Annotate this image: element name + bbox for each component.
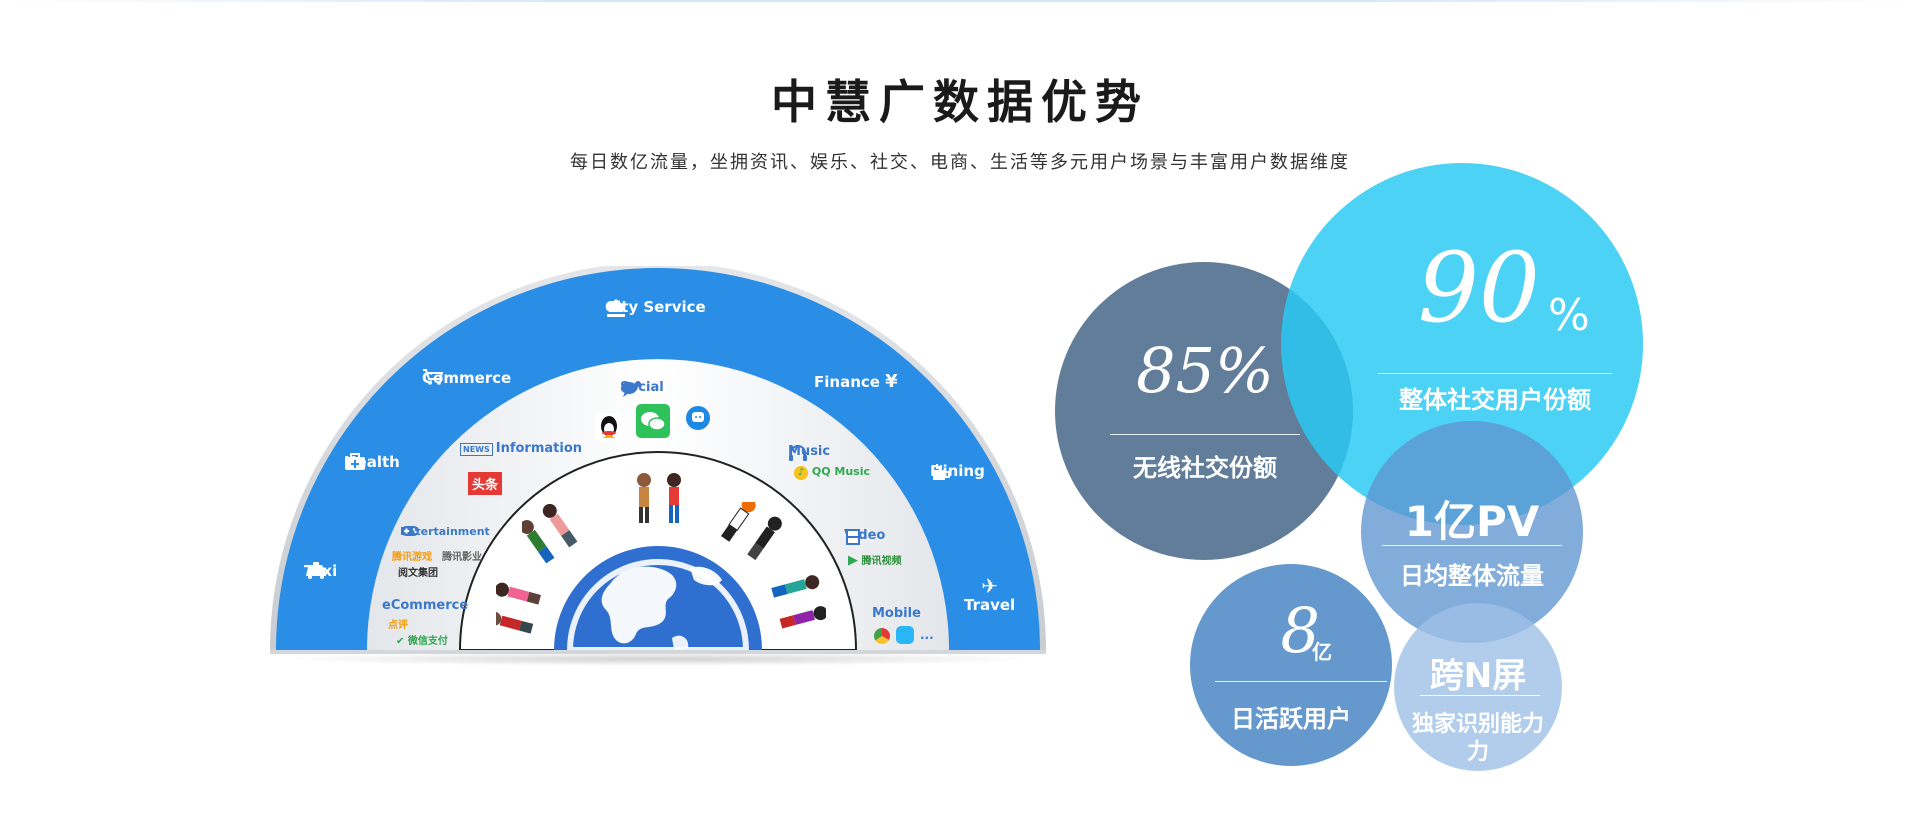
wechat-icon [636, 404, 670, 438]
first-aid-kit-icon [345, 453, 365, 470]
category-taxi: Taxi [304, 562, 337, 580]
stat-value-social-users: 90 [1417, 232, 1540, 344]
stat-bubble-daily-active [1190, 564, 1392, 766]
stat-label-cross-screen: 独家识别能力 [1411, 712, 1544, 737]
person-figure [522, 504, 578, 564]
dianping-logo: 点评 [388, 620, 408, 631]
category-commerce: Commerce [422, 369, 511, 387]
stat-divider [1420, 695, 1540, 696]
category-entertainment: Entertainment [400, 524, 490, 539]
film-icon [846, 529, 860, 545]
chat-bubble-icon [621, 381, 641, 397]
toutiao-logo: 头条 [468, 472, 503, 495]
airplane-icon: ✈ [981, 574, 998, 598]
category-health: Health [344, 453, 400, 471]
page-title: 中慧广数据优势 [771, 75, 1149, 129]
page-subtitle: 每日数亿流量，坐拥资讯、娱乐、社交、电商、生活等多元用户场景与丰富用户数据维度 [570, 152, 1350, 173]
top-divider [0, 0, 1920, 2]
category-travel-label: Travel [964, 596, 1016, 614]
check-icon: ✔ [396, 636, 405, 647]
stat-divider [1378, 373, 1612, 374]
chat-app-icon [686, 406, 710, 430]
wechat-pay-label: 微信支付 [407, 636, 448, 647]
stat-value-daily-active: 8 [1280, 594, 1320, 667]
category-ecommerce: eCommerce [382, 598, 468, 613]
browser-icon [874, 628, 890, 644]
dome-shadow [278, 652, 1038, 666]
music-note-icon: ♪ [794, 466, 808, 480]
weishi-logo: 腾讯影业 [442, 552, 482, 563]
play-icon: ▶ [848, 553, 858, 568]
headphones-icon [789, 445, 807, 461]
stat-value-daily-traffic: 1亿PV [1404, 497, 1540, 546]
category-mobile: Mobile [872, 606, 921, 621]
category-city-service: City Service [605, 298, 706, 317]
category-city-service-label: City Service [605, 298, 706, 316]
gamepad-icon [401, 526, 419, 536]
category-finance: Finance ¥ [814, 371, 898, 392]
stat-divider [1382, 545, 1562, 546]
wechat-pay-logo: ✔ 微信支付 [396, 632, 448, 647]
yen-icon: ¥ [885, 371, 898, 392]
stat-divider [1215, 681, 1387, 682]
category-social: Social [620, 380, 664, 397]
shopping-cart-icon [423, 369, 444, 385]
mobile-app-icon [896, 626, 914, 644]
category-entertainment-label: Entertainment [400, 525, 490, 538]
stat-label-daily-active: 日活跃用户 [1231, 705, 1351, 733]
qq-music-label: QQ Music [811, 465, 870, 478]
tencent-video-logo: ▶ 腾讯视频 [848, 552, 901, 568]
stat-label-cross-screen-wrap: 力 [1466, 740, 1489, 765]
category-travel: ✈ Travel [964, 576, 1015, 614]
dome-rings [270, 266, 1046, 654]
category-dining: Dining [930, 462, 985, 480]
home-icon [606, 299, 626, 317]
stat-bubble-cross-screen [1394, 603, 1562, 771]
stat-unit-social-users: % [1548, 290, 1590, 341]
stat-label-social-users: 整体社交用户份额 [1399, 386, 1591, 414]
category-information-label: Information [495, 441, 583, 456]
ecosystem-dome: City Service Commerce Finance ¥ Health D… [270, 266, 1046, 654]
category-music-label: Music [788, 444, 831, 459]
yuewen-logo: 阅文集团 [398, 568, 438, 579]
category-finance-label: Finance [814, 373, 880, 391]
category-ecommerce-label: eCommerce [382, 598, 469, 613]
taxi-icon [306, 562, 326, 579]
category-video: Video [844, 528, 885, 545]
stat-value-wireless-social: 85% [1136, 334, 1274, 407]
stat-label-daily-traffic: 日均整体流量 [1400, 562, 1544, 590]
tencent-video-label: 腾讯视频 [861, 556, 902, 567]
person-figure [637, 473, 681, 523]
qq-icon [595, 413, 623, 441]
stat-label-wireless-social: 无线社交份额 [1133, 454, 1277, 482]
category-commerce-label: Commerce [422, 369, 512, 387]
news-icon: NEWS [460, 443, 493, 456]
person-figure [771, 575, 826, 629]
dining-icon [933, 464, 950, 480]
category-music: Music [788, 444, 831, 461]
stat-divider [1110, 434, 1300, 435]
tencent-games-logo: 腾讯游戏 [392, 552, 432, 563]
stat-value-cross-screen: 跨N屏 [1429, 656, 1527, 696]
stat-unit-daily-active: 亿 [1312, 640, 1332, 664]
qq-music-logo: ♪ QQ Music [794, 465, 870, 480]
person-figure [721, 502, 782, 561]
person-figure [496, 582, 541, 634]
category-mobile-label: Mobile [872, 606, 921, 621]
more-indicator: ... [920, 628, 934, 642]
